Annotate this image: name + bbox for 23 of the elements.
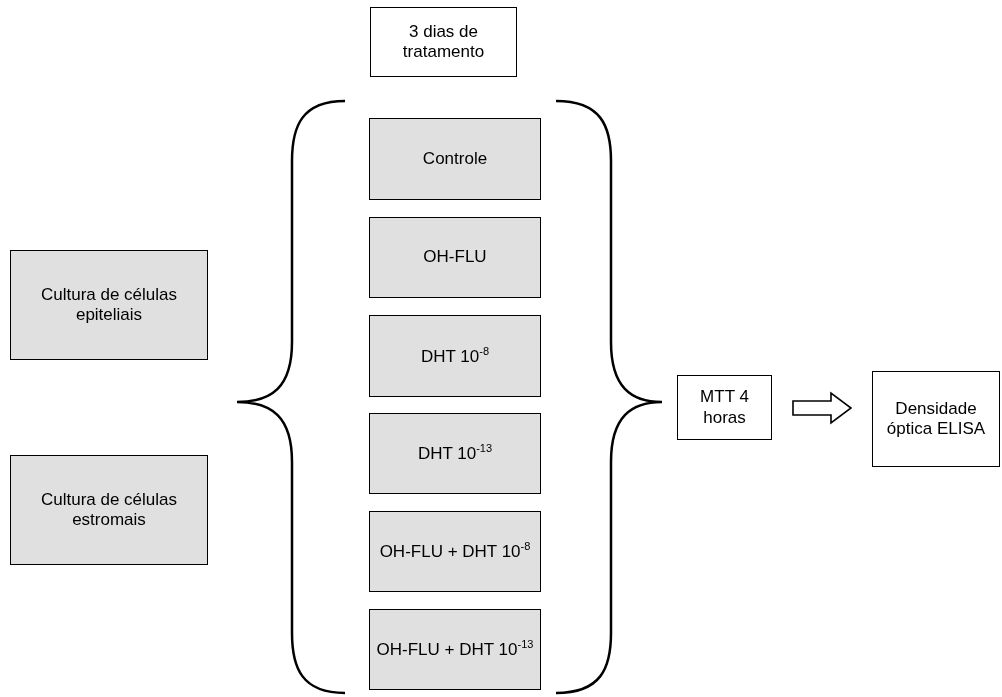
node-label: MTT 4 horas (699, 387, 750, 428)
node-label: 3 dias de tratamento (401, 21, 486, 63)
node-label: OH-FLU + DHT 10$^{-13}$ (376, 638, 534, 661)
process-box (10, 250, 208, 360)
text-box (370, 7, 517, 77)
node-label: DHT 10$^{-8}$ (420, 344, 490, 367)
node-label: DHT 10$^{-13}$ (417, 442, 493, 465)
node-label: Controle (422, 148, 488, 170)
process-box (369, 217, 541, 298)
node-label: Cultura de células epiteliais (39, 284, 179, 326)
process-box (369, 609, 541, 690)
process-box (369, 118, 541, 200)
node-label: OH-FLU (423, 247, 487, 268)
node-label: Densidade óptica ELISA (885, 398, 987, 440)
process-box (369, 315, 541, 397)
text-box (677, 375, 772, 440)
node-label: Cultura de células estromais (39, 489, 179, 531)
process-box (10, 455, 208, 565)
text-box (872, 371, 1000, 467)
process-box (369, 511, 541, 592)
process-box (369, 413, 541, 494)
block-arrow (792, 391, 853, 425)
node-label: OH-FLU + DHT 10$^{-8}$ (379, 540, 531, 563)
